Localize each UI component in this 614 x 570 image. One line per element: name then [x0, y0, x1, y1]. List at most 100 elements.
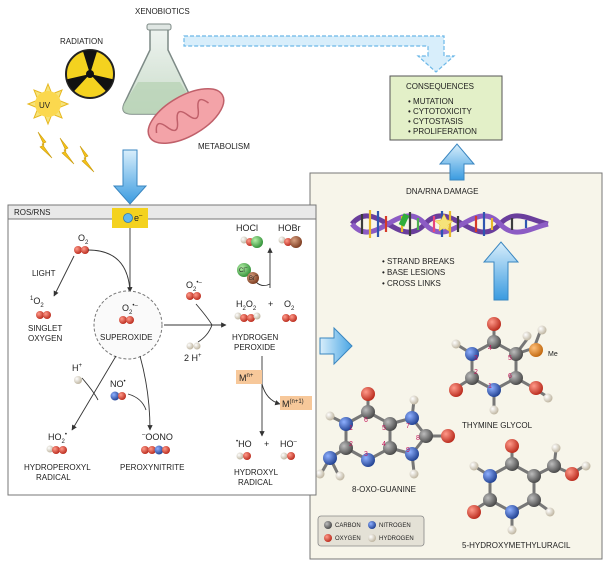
damage-title: DNA/RNA DAMAGE: [406, 187, 478, 196]
carbon-swatch: [324, 521, 332, 529]
ros-to-damage-arrow: [319, 326, 353, 366]
svg-text:Cl–: Cl–: [239, 265, 248, 274]
svg-text:6: 6: [364, 417, 368, 424]
svg-text:HO2•: HO2•: [48, 432, 67, 445]
5-hmu-label: 5-HYDROXYMETHYLURACIL: [462, 541, 571, 550]
ros-panel: ROS/RNS e– O2 LIGHT 1O2 SINGLET OXYGEN O: [7, 204, 353, 496]
svg-text:M(n+1): M(n+1): [282, 399, 304, 409]
xenobiotics-to-consequences-arrow: [183, 35, 456, 73]
light-label: LIGHT: [32, 269, 56, 278]
consequences-title: CONSEQUENCES: [406, 82, 474, 91]
metal-ion: Mn+: [236, 370, 262, 384]
svg-text:6: 6: [508, 373, 512, 380]
svg-text:H2O2: H2O2: [236, 299, 257, 312]
hydroxyl-label: HYDROXYL: [234, 468, 279, 477]
electron-source: e–: [112, 208, 148, 228]
svg-text:O2•–: O2•–: [122, 303, 138, 316]
superoxide-label: SUPEROXIDE: [100, 333, 152, 342]
damage-item: • CROSS LINKS: [382, 279, 441, 288]
svg-text:HO–: HO–: [280, 439, 298, 449]
nitric-oxide: NO•: [110, 379, 126, 401]
lightning-icon: [37, 131, 95, 173]
singlet-label: SINGLET: [28, 324, 62, 333]
superoxide-node: O2•– SUPEROXIDE: [93, 290, 163, 360]
svg-text:7: 7: [406, 423, 410, 430]
thymine-glycol-label: THYMINE GLYCOL: [462, 421, 533, 430]
proton: H+: [72, 363, 83, 384]
svg-text:3: 3: [474, 355, 478, 362]
damage-item: • BASE LESIONS: [382, 268, 445, 277]
svg-text:2: 2: [474, 369, 478, 376]
svg-text:+: +: [268, 299, 273, 309]
hydrogen-peroxide: H2O2 + O2 HYDROGEN PEROXIDE: [232, 299, 297, 352]
two-protons: 2 H+: [184, 342, 202, 363]
metal-ion-oxidized: M(n+1): [280, 396, 312, 410]
hydrogen-swatch: [368, 534, 376, 542]
uv-sun-icon: UV: [26, 82, 70, 126]
consequence-item: • CYTOSTASIS: [408, 117, 463, 126]
damage-item: • STRAND BREAKS: [382, 257, 455, 266]
svg-text:1: 1: [488, 383, 492, 390]
svg-text:2 H+: 2 H+: [184, 353, 202, 363]
superoxide-input: O2•–: [186, 280, 202, 300]
peroxynitrite-label: PEROXYNITRITE: [120, 463, 184, 472]
svg-text:O2: O2: [78, 233, 89, 246]
5-hmu-molecule: 5-HYDROXYMETHYLURACIL: [462, 439, 591, 550]
svg-text:1O2: 1O2: [30, 296, 44, 309]
8-oxo-guanine-label: 8-OXO-GUANINE: [352, 485, 416, 494]
peroxynitrite: –OONO PEROXYNITRITE: [120, 432, 184, 472]
hydroperoxyl-radical: HO2• HYDROPEROXYL RADICAL: [24, 432, 91, 482]
legend-hydrogen: HYDROGEN: [379, 536, 414, 542]
svg-text:+: +: [264, 439, 269, 449]
hydroperoxyl-label: RADICAL: [36, 473, 71, 482]
svg-text:2: 2: [349, 441, 353, 448]
dna-helix-icon: [350, 210, 549, 238]
svg-text:5: 5: [382, 425, 386, 432]
svg-text:4: 4: [488, 345, 492, 352]
sources: XENOBIOTICS RADIATION UV: [26, 7, 456, 205]
singlet-oxygen: 1O2 SINGLET OXYGEN: [28, 296, 62, 343]
metabolism-label: METABOLISM: [198, 142, 250, 151]
radiation-hazard-icon: [65, 49, 115, 99]
consequence-item: • MUTATION: [408, 97, 454, 106]
svg-text:–OONO: –OONO: [142, 432, 173, 442]
molecules-to-dna-arrow: [482, 241, 520, 301]
legend-carbon: CARBON: [335, 523, 361, 529]
svg-text:Mn+: Mn+: [239, 373, 254, 383]
hydrogen-peroxide-label: PEROXIDE: [234, 343, 275, 352]
hydroxyl-radical: •HO + HO– HYDROXYL RADICAL: [234, 439, 298, 487]
svg-text:8: 8: [416, 435, 420, 442]
thymine-glycol-molecule: Me 456 123 THYMINE GLYCOL: [449, 317, 558, 430]
svg-text:Br–: Br–: [249, 273, 258, 282]
hydrogen-peroxide-label: HYDROGEN: [232, 333, 278, 342]
svg-text:O2: O2: [284, 299, 295, 312]
radiation-label: RADIATION: [60, 37, 103, 46]
singlet-label: OXYGEN: [28, 334, 62, 343]
xenobiotics-label: XENOBIOTICS: [135, 7, 190, 16]
hocl-label: HOCl: [236, 223, 258, 233]
legend-nitrogen: NITROGEN: [379, 523, 411, 529]
consequence-item: • PROLIFERATION: [408, 127, 477, 136]
sources-down-arrow: [112, 149, 148, 205]
svg-text:3: 3: [364, 451, 368, 458]
hypohalous-acids: HOCl HOBr: [236, 223, 302, 248]
nitrogen-swatch: [368, 521, 376, 529]
svg-text:9: 9: [406, 447, 410, 454]
legend-oxygen: OXYGEN: [335, 536, 361, 542]
svg-text:e–: e–: [134, 213, 143, 223]
svg-text:NO•: NO•: [110, 379, 126, 389]
svg-text:4: 4: [382, 441, 386, 448]
mitochondrion-icon: [147, 88, 225, 144]
hydroperoxyl-label: HYDROPEROXYL: [24, 463, 91, 472]
8-oxo-guanine-molecule: 6 5 4 3 2 1 789 8-OXO-GUANINE: [315, 387, 455, 494]
svg-text:•HO: •HO: [236, 439, 252, 449]
atom-legend: CARBON NITROGEN OXYGEN HYDROGEN: [317, 515, 425, 547]
svg-text:1: 1: [349, 425, 353, 432]
electron-symbol: e: [134, 213, 139, 223]
oxygen-swatch: [324, 534, 332, 542]
consequence-item: • CYTOTOXICITY: [408, 107, 473, 116]
oxygen-molecule: O2: [74, 233, 89, 254]
methyl-label: Me: [548, 351, 558, 358]
ros-title: ROS/RNS: [14, 208, 50, 217]
